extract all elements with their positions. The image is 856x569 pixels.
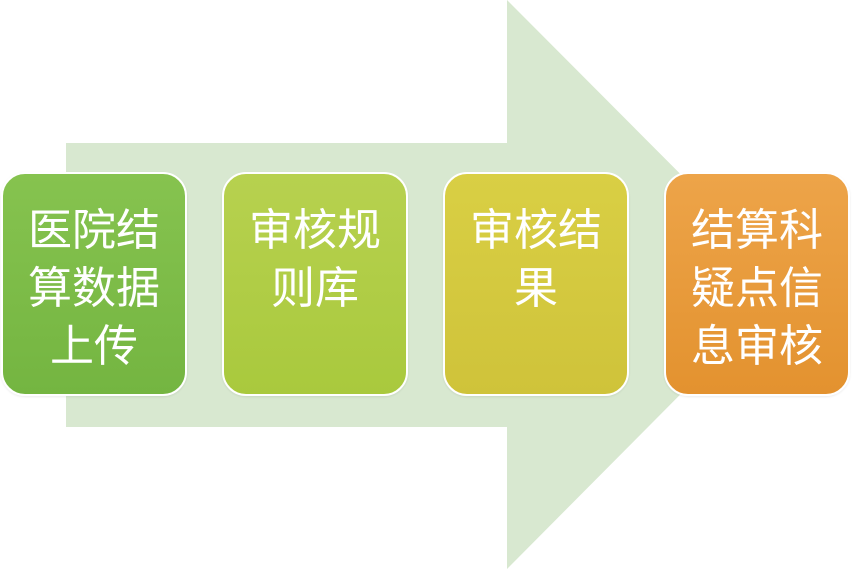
step-label: 审核结果	[470, 205, 602, 314]
step-audit-rule-library: 审核规则库	[222, 172, 408, 396]
step-hospital-settlement-upload: 医院结算数据上传	[1, 172, 187, 396]
step-label: 审核规则库	[249, 205, 381, 314]
flow-arrow-shape	[66, 0, 790, 569]
step-label: 结算科疑点信息审核	[691, 205, 823, 372]
step-settlement-doubt-review: 结算科疑点信息审核	[664, 172, 850, 396]
step-label: 医院结算数据上传	[28, 205, 160, 372]
step-audit-result: 审核结果	[443, 172, 629, 396]
